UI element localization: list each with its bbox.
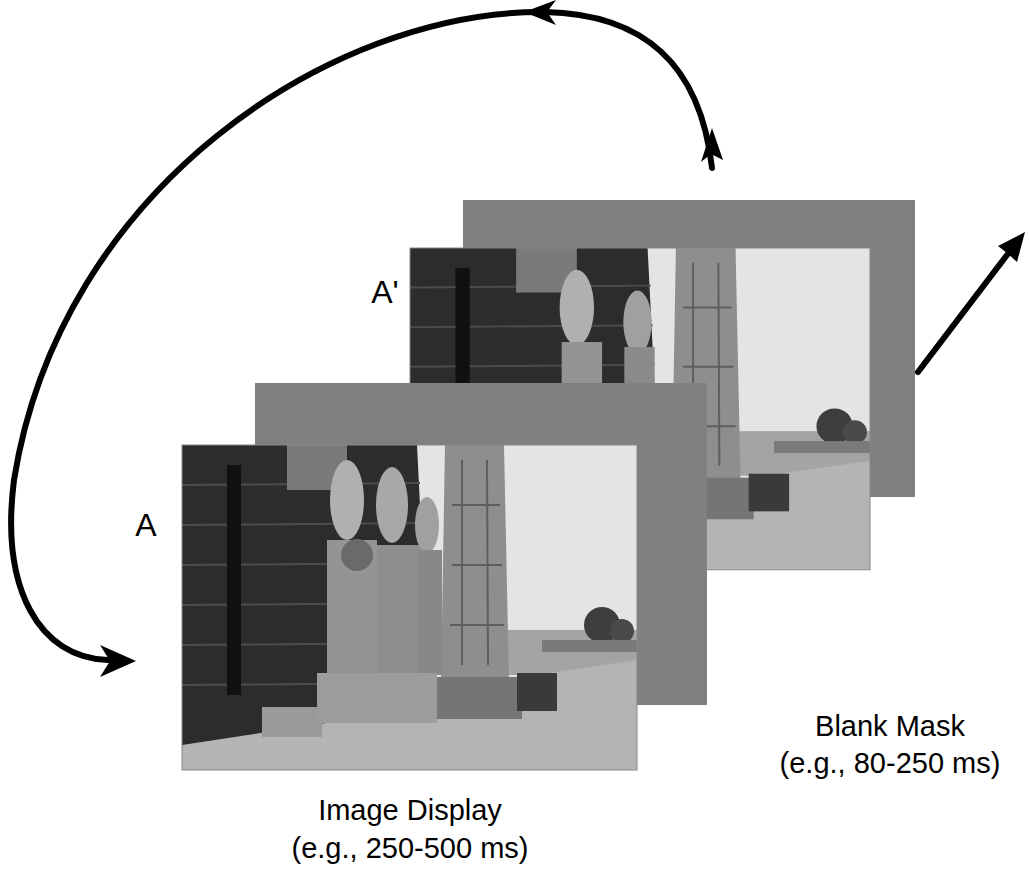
arrow-head — [524, 0, 556, 25]
duration-label: (e.g., 250-500 ms) — [292, 831, 529, 866]
frame-label: A' — [371, 273, 398, 311]
arrow-head — [998, 232, 1025, 262]
photo-a — [182, 445, 637, 770]
duration-label: (e.g., 80-250 ms) — [780, 746, 1001, 781]
phase-label: Image Display — [318, 793, 502, 828]
loop-arrow — [11, 12, 712, 660]
phase-label: Blank Mask — [815, 709, 965, 744]
exit-arrow — [918, 255, 1007, 372]
arrow-head — [100, 645, 136, 677]
frame-label: A — [135, 506, 156, 544]
arrow-head — [701, 128, 723, 162]
